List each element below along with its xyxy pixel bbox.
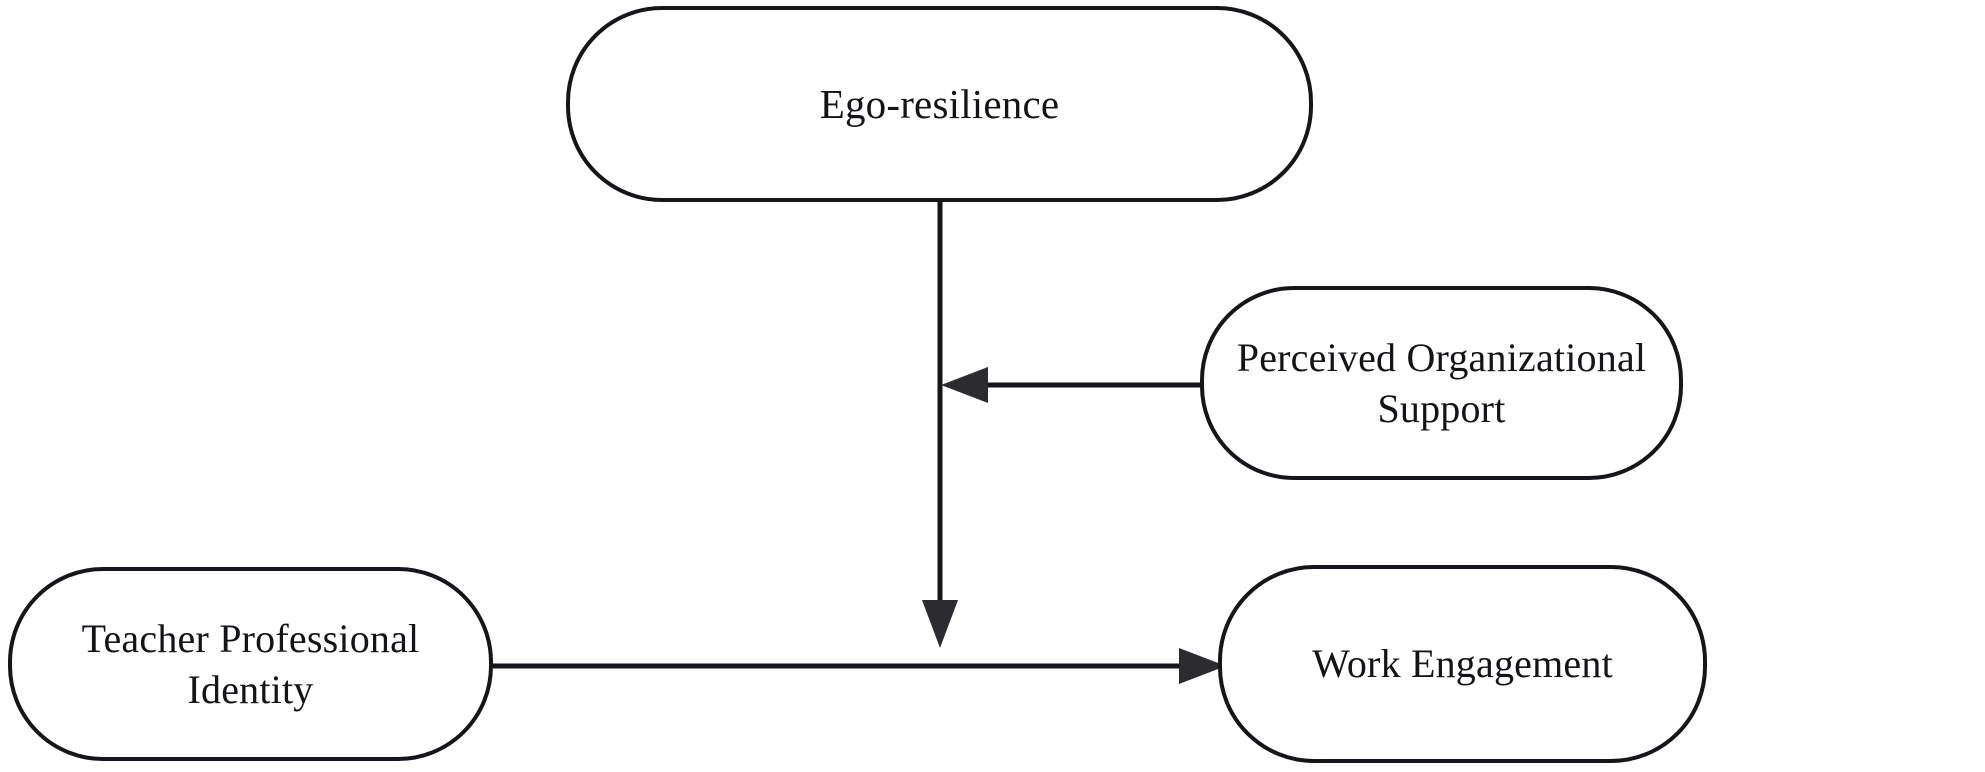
node-ego-resilience-label: Ego-resilience	[819, 80, 1060, 127]
arrowhead-right-icon	[1179, 648, 1226, 684]
node-work-engagement-label: Work Engagement	[1312, 641, 1613, 687]
node-ego-resilience[interactable]: Ego-resilience	[566, 6, 1313, 202]
node-perceived-organizational-support[interactable]: Perceived Organizational Support	[1200, 286, 1683, 480]
edge-ego-to-work-engagement-path	[922, 202, 958, 648]
edge-pos-to-ego-path	[941, 367, 1200, 403]
arrowhead-down-icon	[922, 600, 958, 648]
arrowhead-left-icon	[941, 367, 988, 403]
node-work-engagement[interactable]: Work Engagement	[1218, 565, 1707, 763]
node-perceived-organizational-support-label: Perceived Organizational Support	[1236, 334, 1647, 431]
node-teacher-professional-identity[interactable]: Teacher Professional Identity	[8, 567, 493, 761]
node-teacher-professional-identity-label: Teacher Professional Identity	[81, 615, 420, 712]
edge-tpi-to-we-path	[493, 648, 1226, 684]
